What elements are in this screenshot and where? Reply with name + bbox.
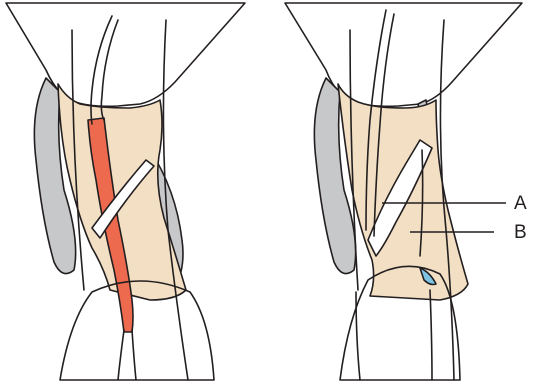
right-panel (285, 3, 522, 380)
callout-b-label: B (514, 222, 527, 243)
right-fiber-2 (356, 292, 360, 380)
left-fiber-3 (132, 330, 136, 380)
left-fiber-4 (118, 330, 124, 380)
left-panel (6, 3, 245, 380)
right-fiber-3 (430, 290, 432, 380)
callout-a-label: A (514, 193, 527, 214)
